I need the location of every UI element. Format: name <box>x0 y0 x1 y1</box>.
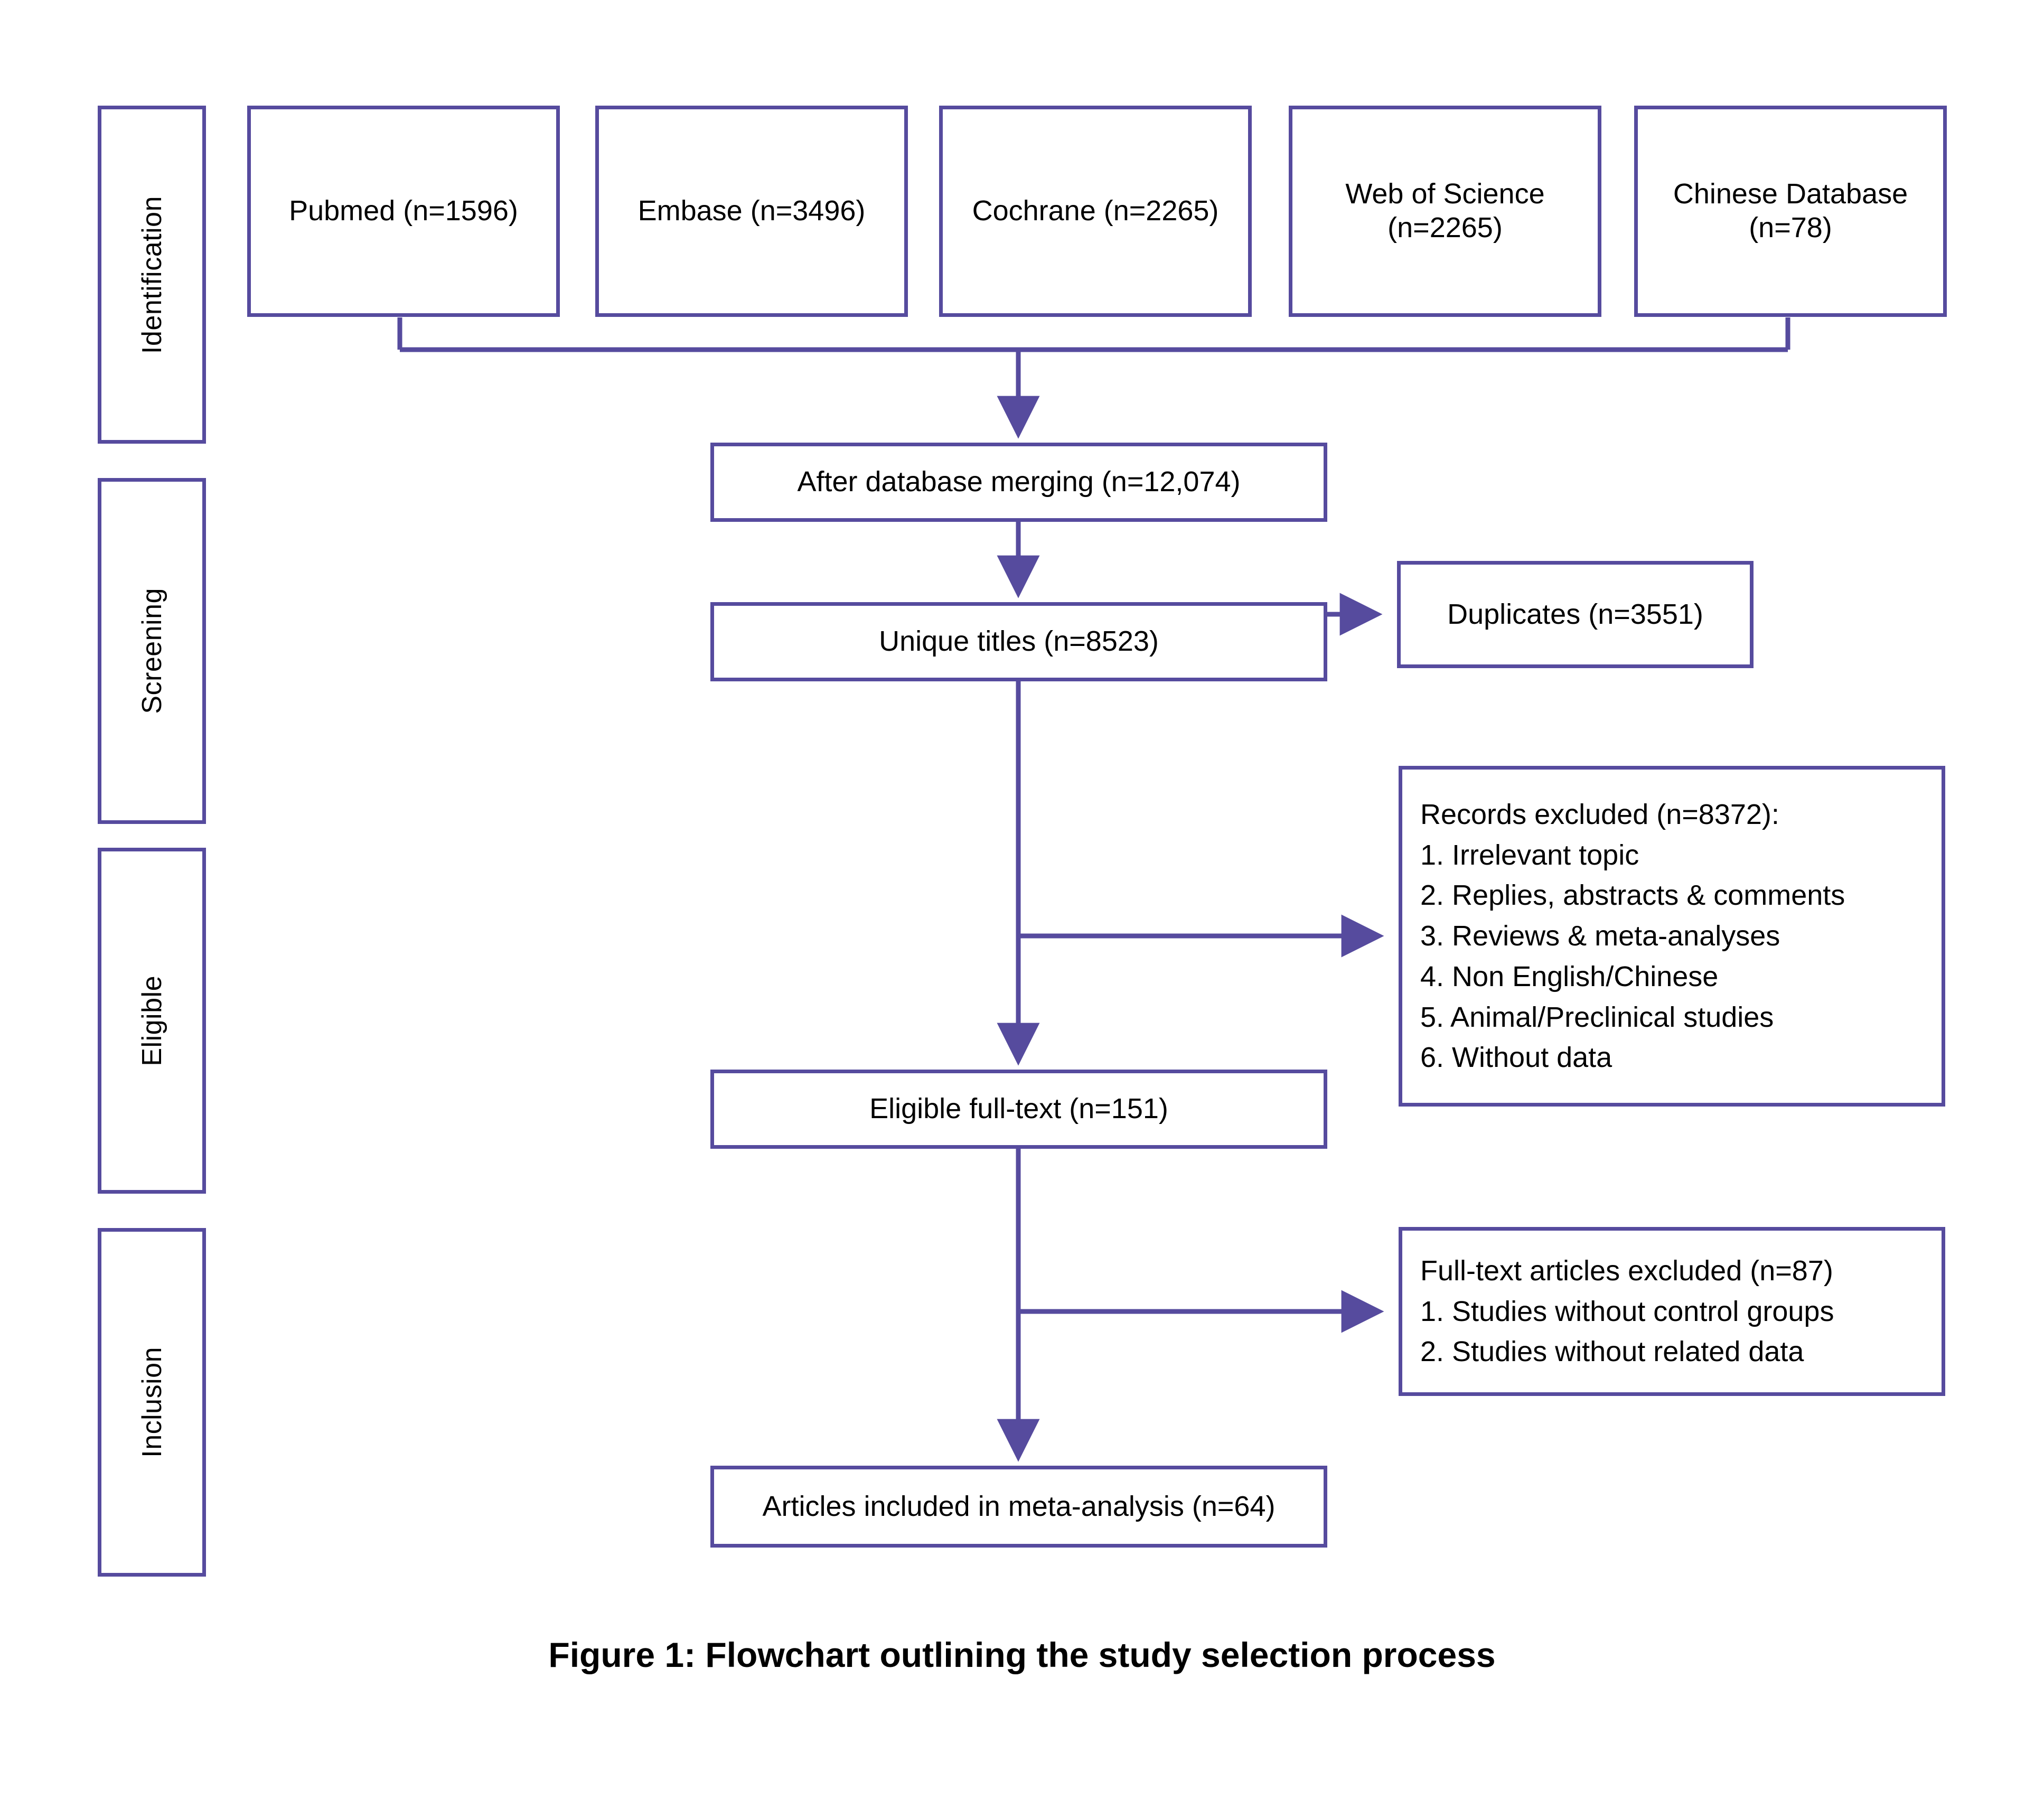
flow-label-articles-included: Articles included in meta-analysis (n=64… <box>762 1490 1276 1522</box>
source-label-cochrane: Cochrane (n=2265) <box>972 195 1219 227</box>
records-excluded-item-2: 2. Replies, abstracts & comments <box>1420 879 1845 912</box>
source-label-pubmed: Pubmed (n=1596) <box>289 195 518 227</box>
exclusion-box-records-excluded: Records excluded (n=8372): 1. Irrelevant… <box>1399 766 1945 1107</box>
source-label-chinese-database: Chinese Database (n=78) <box>1673 178 1908 243</box>
records-excluded-item-5: 5. Animal/Preclinical studies <box>1420 1001 1774 1033</box>
flow-label-eligible-full-text: Eligible full-text (n=151) <box>869 1093 1168 1125</box>
source-label-embase: Embase (n=3496) <box>637 195 866 227</box>
identification-manifold <box>397 317 1790 352</box>
records-excluded-item-6: 6. Without data <box>1420 1042 1612 1074</box>
stage-box-inclusion: Inclusion <box>98 1228 206 1577</box>
stage-box-identification: Identification <box>98 106 206 444</box>
stage-label-screening: Screening <box>136 588 167 714</box>
flow-box-eligible-full-text: Eligible full-text (n=151) <box>710 1070 1327 1149</box>
stage-box-eligible: Eligible <box>98 848 206 1194</box>
flow-label-unique-titles: Unique titles (n=8523) <box>879 625 1159 658</box>
flow-label-after-database-merging: After database merging (n=12,074) <box>797 466 1241 498</box>
flow-box-after-database-merging: After database merging (n=12,074) <box>710 443 1327 522</box>
fulltext-excluded-item-2: 2. Studies without related data <box>1420 1336 1804 1368</box>
exclusion-box-fulltext-excluded: Full-text articles excluded (n=87) 1. St… <box>1399 1227 1945 1396</box>
source-box-cochrane: Cochrane (n=2265) <box>939 106 1252 317</box>
source-box-embase: Embase (n=3496) <box>595 106 908 317</box>
source-box-web-of-science: Web of Science (n=2265) <box>1289 106 1601 317</box>
exclusion-label-duplicates: Duplicates (n=3551) <box>1447 598 1703 630</box>
stage-label-eligible: Eligible <box>136 975 167 1066</box>
stage-label-inclusion: Inclusion <box>136 1347 167 1458</box>
source-box-pubmed: Pubmed (n=1596) <box>247 106 560 317</box>
records-excluded-heading: Records excluded (n=8372): <box>1420 799 1779 831</box>
stage-box-screening: Screening <box>98 478 206 824</box>
flow-box-articles-included: Articles included in meta-analysis (n=64… <box>710 1466 1327 1548</box>
source-label-web-of-science: Web of Science (n=2265) <box>1345 178 1545 243</box>
stage-label-identification: Identification <box>136 195 167 354</box>
records-excluded-item-1: 1. Irrelevant topic <box>1420 839 1639 871</box>
exclusion-box-duplicates: Duplicates (n=3551) <box>1397 561 1754 668</box>
fulltext-excluded-heading: Full-text articles excluded (n=87) <box>1420 1254 1833 1287</box>
figure-caption: Figure 1: Flowchart outlining the study … <box>548 1635 1496 1674</box>
records-excluded-item-3: 3. Reviews & meta-analyses <box>1420 920 1780 952</box>
source-box-chinese-database: Chinese Database (n=78) <box>1634 106 1947 317</box>
flow-box-unique-titles: Unique titles (n=8523) <box>710 602 1327 681</box>
records-excluded-item-4: 4. Non English/Chinese <box>1420 960 1719 992</box>
fulltext-excluded-item-1: 1. Studies without control groups <box>1420 1295 1834 1327</box>
